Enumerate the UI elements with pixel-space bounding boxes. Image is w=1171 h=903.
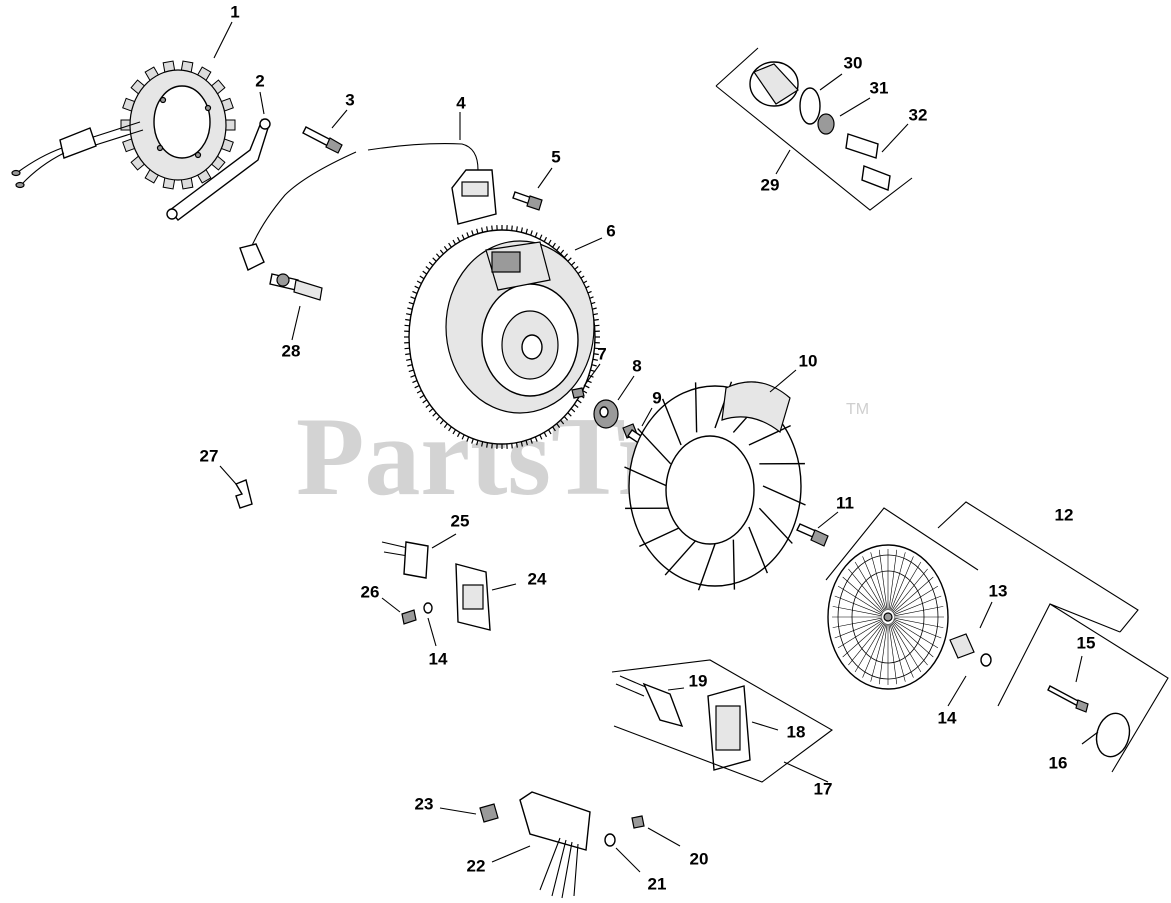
- callout-9: 9: [652, 388, 661, 407]
- rectifier-regulator-part: [519, 791, 591, 899]
- key-part: [845, 133, 891, 191]
- callout-11: 11: [836, 493, 854, 512]
- cooling-fan-part: [624, 381, 806, 591]
- callout-8: 8: [632, 356, 641, 375]
- regulator-connector-part: [615, 675, 684, 728]
- leader-lines: [213, 21, 1099, 873]
- screw-3-part: [302, 126, 343, 154]
- callout-17: 17: [814, 779, 833, 798]
- nut-23-part: [479, 803, 499, 823]
- callout-22: 22: [467, 856, 486, 875]
- callout-31: 31: [870, 78, 889, 97]
- woodruff-key-part: [571, 387, 585, 399]
- callout-29: 29: [761, 175, 780, 194]
- callout-25: 25: [451, 511, 470, 530]
- callout-10: 10: [799, 351, 818, 370]
- fan-screw-part: [796, 523, 829, 547]
- callout-13: 13: [989, 581, 1008, 600]
- callout-30: 30: [844, 53, 863, 72]
- callout-26: 26: [361, 582, 380, 601]
- callout-14-left: 14: [429, 649, 448, 668]
- rectifier-connector-part: [381, 541, 429, 579]
- washer-21-part: [604, 833, 616, 847]
- callout-15: 15: [1077, 633, 1096, 652]
- callout-21: 21: [648, 874, 667, 893]
- callout-28: 28: [282, 341, 301, 360]
- key-switch-part: [749, 61, 821, 125]
- group-17-outline: [611, 659, 834, 783]
- callout-23: 23: [415, 794, 434, 813]
- screen-screw-part: [1047, 685, 1089, 713]
- callout-18: 18: [787, 722, 806, 741]
- callout-3: 3: [345, 90, 354, 109]
- group-12-outline: [825, 501, 1169, 773]
- spacer-part: [949, 633, 992, 667]
- callout-12: 12: [1055, 505, 1074, 524]
- group-29-outline: [715, 47, 913, 211]
- ignition-module-lead-part: [239, 143, 497, 271]
- flywheel-washer-part: [593, 399, 619, 429]
- stator-part: [11, 60, 236, 190]
- callout-5: 5: [551, 147, 560, 166]
- callout-7: 7: [597, 344, 606, 363]
- regulator-part: [707, 685, 751, 771]
- screw-20-part: [631, 815, 645, 829]
- decal-part: [1095, 712, 1131, 758]
- nut-31-part: [817, 113, 835, 135]
- callout-1: 1: [230, 2, 239, 21]
- callout-24: 24: [528, 569, 547, 588]
- debris-screen-part: [827, 544, 949, 690]
- callout-4: 4: [456, 93, 466, 112]
- watermark-trademark: TM: [846, 401, 869, 418]
- callout-2: 2: [255, 71, 264, 90]
- ground-bracket-part: [166, 118, 271, 221]
- callout-19: 19: [689, 671, 708, 690]
- rectifier-screw-part: [401, 602, 433, 625]
- flywheel-part: [404, 225, 600, 449]
- clip-part: [234, 479, 253, 509]
- spark-plug-part: [269, 273, 323, 301]
- rectifier-part: [455, 563, 491, 631]
- callout-14-right: 14: [938, 708, 957, 727]
- screw-5-part: [512, 191, 543, 211]
- callout-16: 16: [1049, 753, 1068, 772]
- callout-6: 6: [606, 221, 615, 240]
- callout-27: 27: [200, 446, 219, 465]
- callout-32: 32: [909, 105, 928, 124]
- callout-20: 20: [690, 849, 709, 868]
